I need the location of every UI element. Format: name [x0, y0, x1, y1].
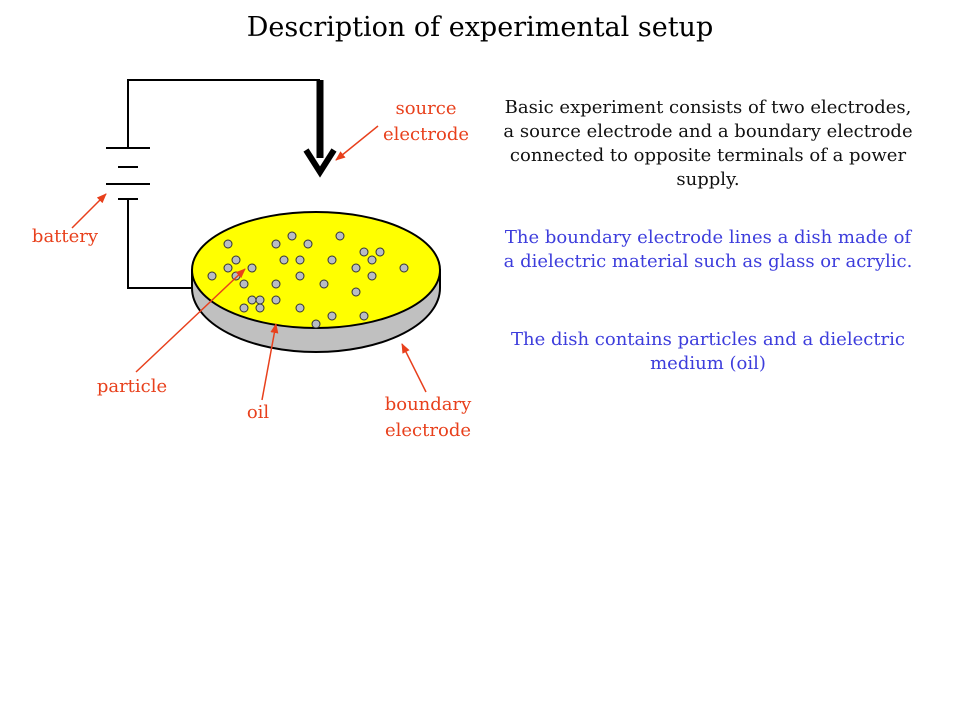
description-paragraph-2: The boundary electrode lines a dish made…	[503, 227, 913, 272]
label-source-electrode-line1: source	[395, 98, 457, 119]
arrow-oil	[261, 323, 279, 401]
circuit-wires	[127, 79, 320, 289]
description-paragraph-3: The dish contains particles and a dielec…	[510, 329, 905, 374]
battery-symbol	[106, 147, 150, 200]
description-paragraph-1: Basic experiment consists of two electro…	[503, 97, 913, 190]
label-source-electrode-line2: electrode	[383, 124, 469, 145]
label-arrows	[71, 125, 427, 401]
label-particle: particle	[96, 376, 168, 397]
arrow-particle	[135, 268, 246, 373]
arrow-boundary-electrode	[401, 343, 427, 393]
label-boundary-electrode-line2: electrode	[385, 420, 471, 441]
particles	[207, 231, 409, 329]
dish	[191, 211, 441, 353]
source-electrode	[303, 80, 337, 178]
page-title: Description of experimental setup	[246, 12, 714, 43]
label-boundary-electrode: boundary electrode	[368, 392, 488, 444]
label-battery: battery	[31, 226, 99, 247]
arrow-source-electrode	[335, 125, 379, 161]
label-boundary-electrode-line1: boundary	[384, 394, 472, 415]
label-oil: oil	[246, 402, 270, 423]
arrow-battery	[71, 193, 107, 229]
label-source-electrode: source electrode	[370, 96, 482, 148]
